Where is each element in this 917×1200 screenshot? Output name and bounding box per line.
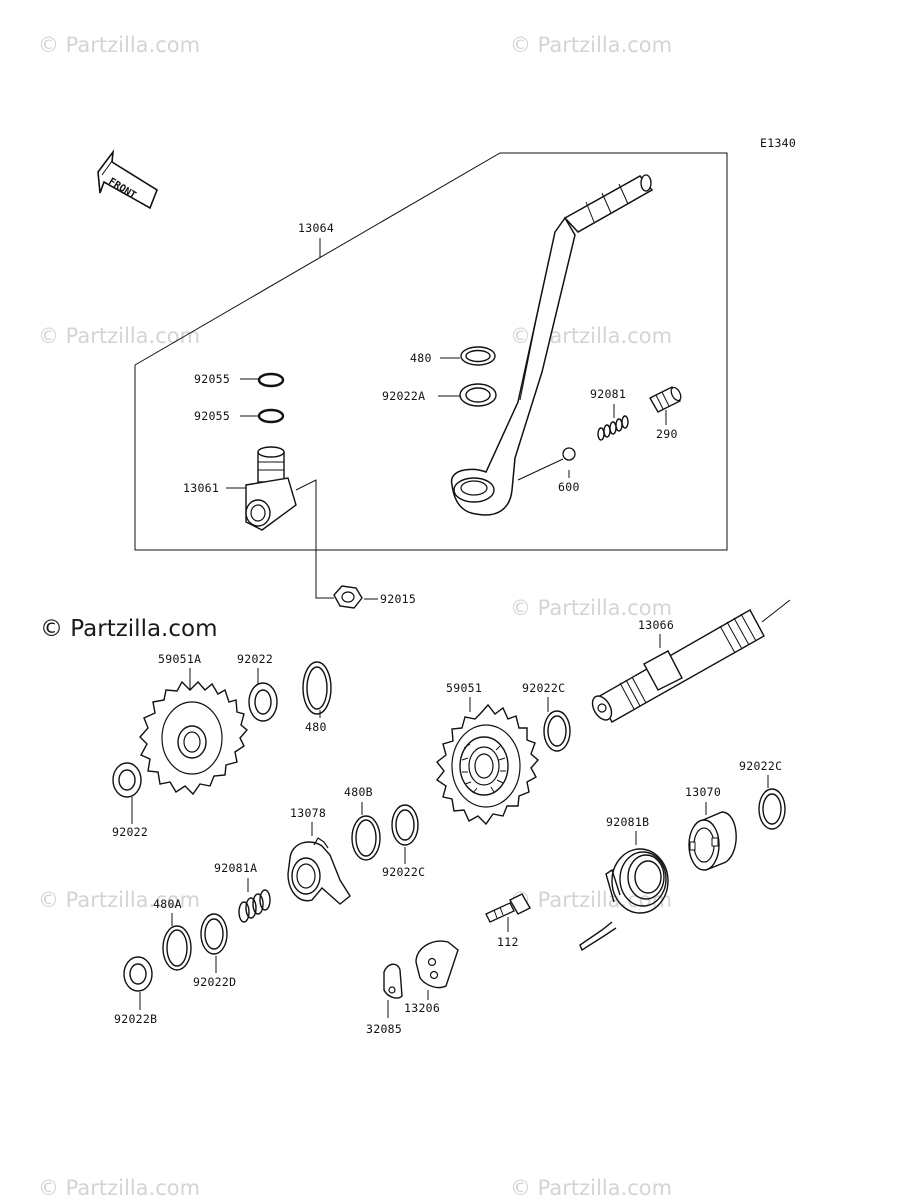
torsion-spring-92081B (579, 848, 669, 952)
part-label-92022-left: 92022 (112, 825, 148, 839)
nut-92015 (333, 585, 363, 609)
diagram-code: E1340 (760, 136, 796, 150)
shaft-holder-13061 (245, 446, 297, 531)
part-label-480-mid: 480 (305, 720, 327, 734)
part-label-92055-a: 92055 (194, 372, 230, 386)
assembly-boundary (134, 152, 728, 551)
kick-shaft-13066 (591, 599, 791, 723)
gear-59051A (139, 680, 248, 796)
leader-line (517, 458, 564, 481)
stopper-plate-13206 (415, 940, 459, 989)
watermark: © Partzilla.com (510, 596, 672, 620)
kick-guide-13070 (688, 811, 737, 872)
washer-92022C-a (543, 710, 571, 752)
kick-lever (450, 174, 654, 516)
part-label-600: 600 (558, 480, 580, 494)
ratchet-13078 (287, 837, 351, 905)
watermark: © Partzilla.com (510, 888, 672, 912)
circlip-480A (162, 925, 192, 971)
part-label-13064: 13064 (298, 221, 334, 235)
part-label-92022C-c: 92022C (739, 759, 782, 773)
washer-92022D (200, 913, 228, 955)
part-label-32085: 32085 (366, 1022, 402, 1036)
washer-92022A (459, 383, 497, 407)
o-ring-92055-a (257, 372, 285, 388)
part-label-92022B: 92022B (114, 1012, 157, 1026)
part-label-92081B: 92081B (606, 815, 649, 829)
washer-92022C-b (391, 804, 419, 846)
watermark: © Partzilla.com (38, 888, 200, 912)
spring-92081A (238, 889, 271, 923)
spring-92081 (597, 415, 629, 441)
part-label-480A: 480A (153, 897, 182, 911)
circlip-480B (351, 815, 381, 861)
part-label-92055-b: 92055 (194, 409, 230, 423)
part-label-92022-top: 92022 (237, 652, 273, 666)
part-label-13061: 13061 (183, 481, 219, 495)
part-label-112: 112 (497, 935, 519, 949)
part-label-13206: 13206 (404, 1001, 440, 1015)
gear-59051 (435, 703, 539, 826)
part-label-59051: 59051 (446, 681, 482, 695)
watermark-layer: © Partzilla.com © Partzilla.com © Partzi… (38, 33, 672, 1200)
partzilla-watermark-main: © Partzilla.com (40, 616, 218, 642)
part-label-92022C-b: 92022C (382, 865, 425, 879)
o-ring-92055-b (257, 408, 285, 424)
part-label-290: 290 (656, 427, 678, 441)
front-arrow-icon: FRONT (97, 149, 158, 210)
leader-line (295, 479, 334, 599)
washer-92022B (123, 956, 153, 992)
washer-92022-top (248, 682, 278, 722)
part-label-92022D: 92022D (193, 975, 236, 989)
part-label-92081A: 92081A (214, 861, 257, 875)
part-label-92022A: 92022A (382, 389, 425, 403)
part-label-13078: 13078 (290, 806, 326, 820)
washer-92022C-c (758, 788, 786, 830)
watermark: © Partzilla.com (38, 1176, 200, 1200)
part-label-13070: 13070 (685, 785, 721, 799)
ball-600 (562, 447, 576, 461)
part-label-92022C-a: 92022C (522, 681, 565, 695)
part-label-59051A: 59051A (158, 652, 201, 666)
part-label-480-top: 480 (410, 351, 432, 365)
plunger-290 (649, 386, 682, 413)
cam-32085 (383, 963, 403, 999)
watermark: © Partzilla.com (38, 33, 200, 57)
circlip-480-top (460, 346, 496, 366)
bolt-112 (485, 893, 531, 923)
watermark: © Partzilla.com (510, 1176, 672, 1200)
part-label-92015: 92015 (380, 592, 416, 606)
washer-92022-left (112, 762, 142, 798)
circlip-480-mid (302, 661, 332, 715)
watermark: © Partzilla.com (38, 324, 200, 348)
part-label-92081: 92081 (590, 387, 626, 401)
part-label-480B: 480B (344, 785, 373, 799)
part-label-13066: 13066 (638, 618, 674, 632)
watermark: © Partzilla.com (510, 33, 672, 57)
